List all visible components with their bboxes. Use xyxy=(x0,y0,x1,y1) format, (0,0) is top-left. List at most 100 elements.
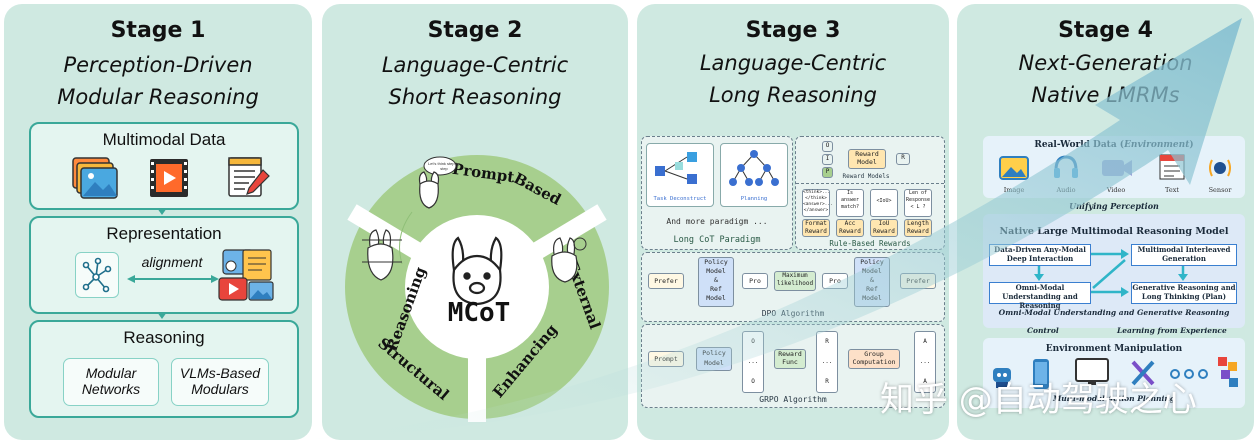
stage-1-subtitle-line-1: Perception-Driven xyxy=(63,53,253,77)
dpo-p1-line1: Policy xyxy=(704,258,728,266)
video-clip-icon xyxy=(150,159,188,197)
down-arrow-1 xyxy=(157,208,167,215)
mcot-label: MCoT xyxy=(447,298,511,328)
grpo-a-dots: ... xyxy=(919,358,931,365)
format-reward-1: Format xyxy=(805,220,827,227)
acc-reward-1: Acc xyxy=(844,220,856,227)
modality-audio: Audio xyxy=(1056,186,1076,194)
dpo-p1-line5: Model xyxy=(706,294,726,302)
video-icon xyxy=(1102,160,1132,176)
modality-sensor: Sensor xyxy=(1208,186,1232,194)
omni-line: Omni-Modal Understanding and Generative … xyxy=(998,308,1230,317)
unifying-perception: Unifying Perception xyxy=(1069,201,1159,211)
alignment-arrow-icon xyxy=(127,275,219,283)
iou-top: <IoU> xyxy=(876,198,892,204)
stage-2-title: Stage 2 xyxy=(427,18,523,43)
rewards-box: O I P Reward Model R Reward Models <thin… xyxy=(795,136,945,250)
dpo-max-2: likelihood xyxy=(776,280,814,287)
acc-top-3: match? xyxy=(840,204,860,210)
dpo-p2-line5: Model xyxy=(862,294,882,302)
environment-title: Environment Manipulation xyxy=(1045,344,1183,354)
reasoning-box: Reasoning Modular Networks VLMs-Based Mo… xyxy=(29,320,299,418)
grpo-reward-2: Func xyxy=(782,358,798,366)
vlms-modulars-line-1: VLMs-Based xyxy=(179,365,261,381)
stage-4-subtitle-line-2: Native LMRMs xyxy=(1031,83,1180,107)
stage-4-title: Stage 4 xyxy=(1058,18,1153,43)
dpo-p2-line4: Ref xyxy=(866,285,878,293)
grpo-outputs: O ... O xyxy=(742,331,764,393)
graph-node-icon xyxy=(82,257,112,293)
external-llama-icon xyxy=(551,237,587,283)
grpo-r-top: R xyxy=(825,338,829,345)
modular-networks-line-2: Networks xyxy=(81,381,141,397)
grpo-reward-1: Reward xyxy=(778,350,802,358)
grpo-o-dots: ... xyxy=(747,358,759,365)
reasoning-title: Reasoning xyxy=(123,328,205,347)
modular-networks-line-1: Modular xyxy=(85,365,137,381)
grpo-policy-2: Model xyxy=(704,359,724,367)
acc-top-1: Is xyxy=(846,190,854,196)
dpo-p1-line4: Ref xyxy=(710,285,722,293)
format-check-box: <think>...</think><answer>...</answer> xyxy=(802,189,833,217)
reward-models-label: Reward Models xyxy=(842,173,890,180)
long-cot-box: Task Deconstruct Planning And more parad… xyxy=(641,136,793,250)
native-model-box: Native Large Multimodal Reasoning Model … xyxy=(983,214,1245,328)
dpo-max-1: Maximum xyxy=(782,272,808,279)
task-deconstruct-card: Task Deconstruct xyxy=(646,143,714,207)
iou-check-box: <IoU> xyxy=(870,189,898,217)
p-chip: P xyxy=(822,167,833,178)
text-icon xyxy=(1159,154,1185,180)
rule-based-rewards-label: Rule-Based Rewards xyxy=(829,239,911,248)
long-cot-label: Long CoT Paradigm xyxy=(673,235,761,245)
dpo-pro-2: Pro xyxy=(822,273,848,289)
dpo-label: DPO Algorithm xyxy=(761,309,825,318)
length-top-1: Len of xyxy=(908,190,928,196)
format-reward-2: Reward xyxy=(805,228,827,235)
planning-card: Planning xyxy=(720,143,788,207)
dpo-p1-line3: & xyxy=(714,276,718,284)
stage-3-subtitle-line-2: Long Reasoning xyxy=(709,83,877,107)
task-deconstruct-icon xyxy=(655,152,697,184)
representation-title: Representation xyxy=(106,224,222,243)
reward-model-box: Reward Model xyxy=(848,149,886,169)
grpo-policy-1: Policy xyxy=(702,349,726,357)
multimedia-collage-icon xyxy=(218,249,274,301)
blocks-icon xyxy=(1218,357,1238,387)
modular-networks-box: Modular Networks xyxy=(63,358,159,406)
dpo-prefer-1: Prefer xyxy=(648,273,684,289)
iou-reward-1: IoU xyxy=(878,220,890,227)
r-chip: R xyxy=(896,153,910,165)
dpo-p1-line2: Model xyxy=(706,267,726,275)
grpo-o-bot: O xyxy=(751,378,755,385)
speech-bubble: Let's think step by step xyxy=(428,161,460,171)
dpo-p2-line2: Model xyxy=(862,267,882,275)
grpo-a-top: A xyxy=(923,338,927,345)
image-icon xyxy=(999,156,1029,180)
vlms-modulars-box: VLMs-Based Modulars xyxy=(171,358,269,406)
audio-icon xyxy=(1054,155,1078,178)
acc-top-2: answer xyxy=(840,197,860,203)
grpo-group-1: Group xyxy=(864,350,884,358)
modality-image: Image xyxy=(1003,186,1025,194)
stage-1-panel: Stage 1 Perception-Driven Modular Reason… xyxy=(4,4,312,440)
stage-1-title: Stage 1 xyxy=(110,18,206,43)
stage-4-subtitle-line-1: Next-Generation xyxy=(1018,51,1193,75)
dpo-pro-1: Pro xyxy=(742,273,768,289)
modality-text: Text xyxy=(1165,186,1179,194)
length-reward-1: Length xyxy=(907,220,929,227)
real-world-title: Real-World Data (Environment) xyxy=(983,140,1245,150)
stage-1-subtitle-line-2: Modular Reasoning xyxy=(57,85,259,109)
stage-3-title: Stage 3 xyxy=(745,18,841,43)
task-deconstruct-label: Task Deconstruct xyxy=(653,196,707,202)
